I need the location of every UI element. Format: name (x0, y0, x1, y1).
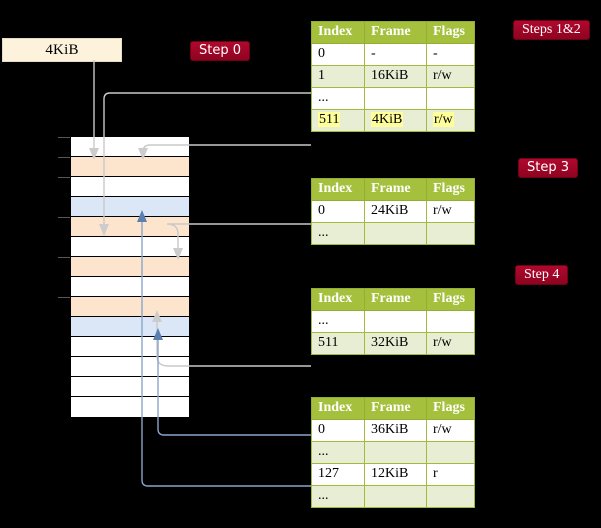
table-cell-flags: r/w (426, 419, 475, 442)
memory-frame-row (58, 137, 189, 157)
source-frame-label: 4KiB (45, 41, 79, 58)
table-row: ... (311, 310, 475, 333)
badge-steps-1-2: Steps 1&2 (513, 20, 590, 40)
table-cell-frame: 16KiB (364, 65, 427, 88)
table-cell-index: ... (311, 222, 365, 245)
memory-frame-row (58, 157, 189, 177)
column-header-frame: Frame (364, 21, 427, 44)
table-cell-flags: r (426, 463, 475, 486)
table-cell-flags (426, 87, 475, 110)
table-cell-index: 0 (311, 419, 365, 442)
memory-row-tick (58, 137, 70, 138)
badge-step-0: Step 0 (190, 41, 251, 61)
column-header-index: Index (311, 178, 365, 201)
memory-frame-row (71, 357, 189, 377)
memory-frame-row (71, 197, 189, 217)
memory-frame-row (71, 277, 189, 297)
table-cell-frame (364, 222, 427, 245)
table-cell-index: 511 (311, 109, 365, 132)
table-cell-flags: r/w (426, 65, 475, 88)
table-row: ... (311, 485, 475, 508)
table-cell-frame (364, 441, 427, 464)
table-row: 511 4KiB r/w (311, 109, 475, 132)
table-cell-flags (426, 222, 475, 245)
memory-frame-row (58, 217, 189, 237)
table-cell-index: ... (311, 485, 365, 508)
memory-row-tick (58, 297, 70, 298)
table-cell-frame: 32KiB (364, 332, 427, 355)
column-header-flags: Flags (426, 21, 475, 44)
table-cell-frame (364, 310, 427, 333)
memory-frame-row (58, 297, 189, 317)
physical-memory-column (58, 136, 190, 417)
column-header-flags: Flags (426, 178, 475, 201)
table-cell-flags (426, 310, 475, 333)
memory-row-tick (58, 157, 70, 158)
table-cell-index: 511 (311, 332, 365, 355)
table-row: ... (311, 222, 475, 245)
memory-row-tick (58, 177, 70, 178)
table-cell-flags: r/w (426, 332, 475, 355)
highlighted-value: r/w (433, 112, 454, 127)
table-row: 0-- (311, 43, 475, 66)
table-cell-frame: 12KiB (364, 463, 427, 486)
memory-frame-row (71, 397, 189, 417)
column-header-index: Index (311, 21, 365, 44)
table-cell-frame: 4KiB (364, 109, 427, 132)
memory-frame-row (71, 317, 189, 337)
table-row: ... (311, 87, 475, 110)
column-header-flags: Flags (426, 288, 475, 311)
table-cell-index: 1 (311, 65, 365, 88)
column-header-flags: Flags (426, 397, 475, 420)
memory-frame-row (71, 337, 189, 357)
table-cell-frame (364, 485, 427, 508)
table-cell-flags: r/w (426, 109, 475, 132)
table-cell-frame: 36KiB (364, 419, 427, 442)
table-cell-flags (426, 485, 475, 508)
table-cell-frame: - (364, 43, 427, 66)
memory-row-tick (58, 257, 70, 258)
table-cell-index: ... (311, 441, 365, 464)
highlighted-value: 511 (318, 112, 341, 127)
table-cell-index: 0 (311, 200, 365, 223)
table-cell-index: ... (311, 310, 365, 333)
column-header-frame: Frame (364, 178, 427, 201)
table-row: ... (311, 441, 475, 464)
badge-step-4: Step 4 (515, 265, 569, 285)
table-cell-flags: r/w (426, 200, 475, 223)
memory-row-tick (58, 217, 70, 218)
memory-frame-row (58, 257, 189, 277)
column-header-frame: Frame (364, 397, 427, 420)
badge-step-3: Step 3 (518, 158, 579, 178)
table-cell-index: 0 (311, 43, 365, 66)
memory-frame-row (71, 237, 189, 257)
source-frame-box: 4KiB (2, 38, 122, 62)
table-cell-frame (364, 87, 427, 110)
highlighted-value: 4KiB (371, 112, 404, 127)
memory-frame-row (71, 377, 189, 397)
memory-frame-row (58, 177, 189, 197)
column-header-index: Index (311, 288, 365, 311)
table-cell-frame: 24KiB (364, 200, 427, 223)
table-cell-index: 127 (311, 463, 365, 486)
column-header-index: Index (311, 397, 365, 420)
table-cell-flags: - (426, 43, 475, 66)
table-cell-index: ... (311, 87, 365, 110)
table-cell-flags (426, 441, 475, 464)
column-header-frame: Frame (364, 288, 427, 311)
